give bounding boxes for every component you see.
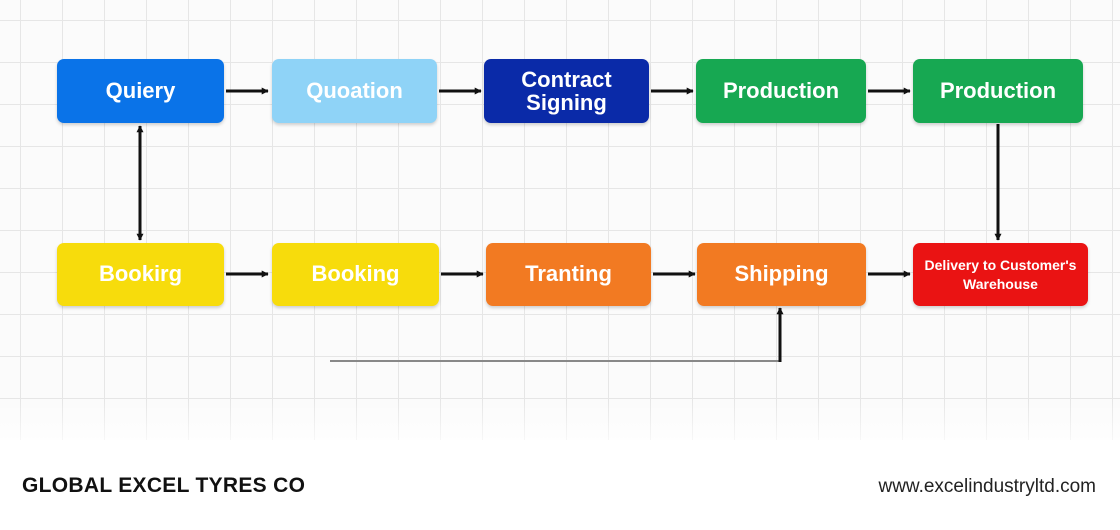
node-booking: Booking [272, 243, 439, 306]
connectors [136, 87, 1002, 362]
website-url: www.excelindustryltd.com [878, 476, 1096, 497]
node-bookirg: Bookirg [57, 243, 224, 306]
node-delivery: Delivery to Customer's Warehouse [913, 243, 1088, 306]
node-quoation: Quoation [272, 59, 437, 123]
company-name: GLOBAL EXCEL TYRES CO [22, 474, 306, 497]
node-quiery: Quiery [57, 59, 224, 123]
grid-fade [0, 400, 1120, 460]
node-contract-signing: Contract Signing [484, 59, 649, 123]
node-production-2: Production [913, 59, 1083, 123]
node-production-1: Production [696, 59, 866, 123]
node-shipping: Shipping [697, 243, 866, 306]
node-tranting: Tranting [486, 243, 651, 306]
